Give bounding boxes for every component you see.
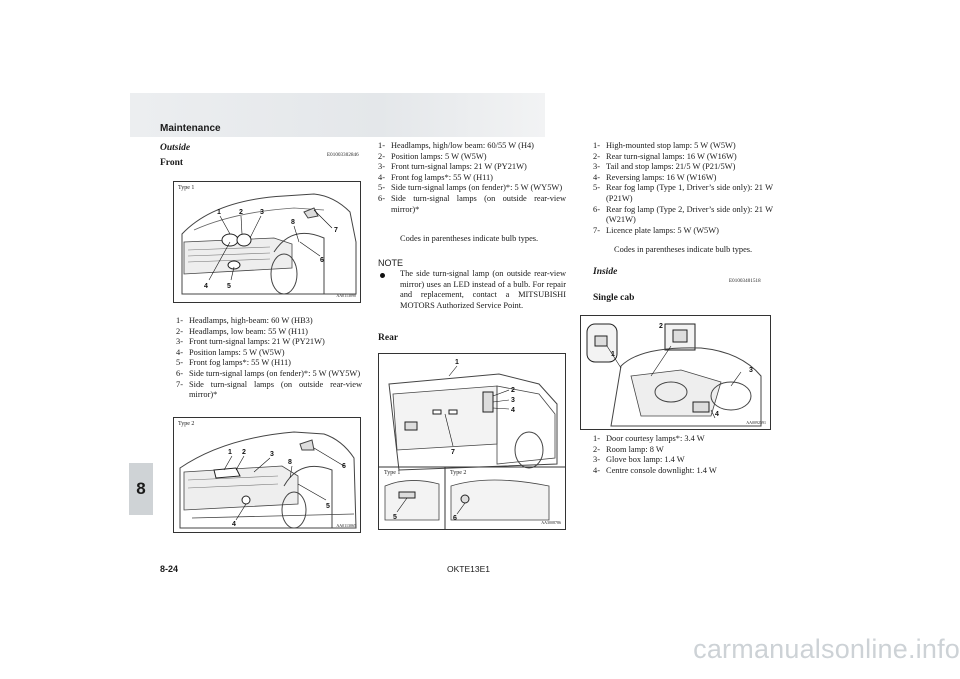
callout-3: 3 xyxy=(511,397,515,404)
front-type1-figure: Type 1 1 2 3 8 7 6 4 5 AA0113090 xyxy=(173,181,361,303)
callout-6: 6 xyxy=(320,257,324,264)
cabin-illustration: 1 2 3 4 xyxy=(586,323,762,427)
figure-code: AA3008786 xyxy=(541,520,561,525)
callout-4: 4 xyxy=(715,411,719,418)
list-item: 4-Reversing lamps: 16 W (W16W) xyxy=(593,172,717,182)
section-title: Maintenance xyxy=(160,123,221,134)
note-bullet xyxy=(380,273,385,278)
inside-code: E01003401518 xyxy=(729,279,761,284)
figure-type-label: Type 1 xyxy=(178,185,195,191)
list-item: 3-Front turn-signal lamps: 21 W (PY21W) xyxy=(378,162,527,172)
figure-type-label: Type 2 xyxy=(178,421,195,427)
list-item: 7-Licence plate lamps: 5 W (W5W) xyxy=(593,225,719,235)
callout-1: 1 xyxy=(228,449,232,456)
codes-note: Codes in parentheses indicate bulb types… xyxy=(400,234,539,243)
page-number: 8-24 xyxy=(160,564,179,574)
list-item: 6-Side turn-signal lamps (on fender)*: 5… xyxy=(176,368,361,378)
callout-1: 1 xyxy=(217,209,221,216)
callout-1: 1 xyxy=(611,351,615,358)
list-item: 5-Front fog lamps*: 55 W (H11) xyxy=(176,358,291,368)
list-item: 7-Side turn-signal lamps (on outside rea… xyxy=(176,379,362,400)
callout-2: 2 xyxy=(511,387,515,394)
rear-heading: Rear xyxy=(378,333,399,343)
inside-figure: 1 2 3 4 AA0092591 xyxy=(580,315,771,430)
list-item: 2-Position lamps: 5 W (W5W) xyxy=(378,151,487,161)
list-item: 1-Headlamps, high/low beam: 60/55 W (H4) xyxy=(378,141,534,150)
type2-bulb-list: 1-Headlamps, high/low beam: 60/55 W (H4)… xyxy=(378,141,566,215)
figure-code: AA0113065 xyxy=(336,523,356,528)
list-item: 6-Rear fog lamp (Type 2, Driver’s side o… xyxy=(593,204,773,225)
rear-bulb-list: 1-High-mounted stop lamp: 5 W (W5W) 2-Re… xyxy=(593,141,773,236)
callout-7: 7 xyxy=(334,227,338,234)
inside-bulb-list: 1-Door courtesy lamps*: 3.4 W 2-Room lam… xyxy=(593,434,773,476)
note-text: The side turn-signal lamp (on outside re… xyxy=(400,269,566,310)
codes-note: Codes in parentheses indicate bulb types… xyxy=(614,245,753,254)
list-item: 2-Room lamp: 8 W xyxy=(593,444,664,454)
inside-heading: Inside xyxy=(593,267,618,277)
list-item: 4-Centre console downlight: 1.4 W xyxy=(593,465,717,475)
callout-1: 1 xyxy=(455,359,459,366)
rear-car-illustration: 1 2 3 4 7 5 6 xyxy=(379,359,565,529)
figure-type2-label: Type 2 xyxy=(450,470,467,476)
front-type2-figure: Type 2 1 2 3 8 6 5 4 AA0113065 xyxy=(173,417,361,533)
callout-8: 8 xyxy=(288,459,292,466)
callout-7: 7 xyxy=(451,449,455,456)
list-item: 4-Position lamps: 5 W (W5W) xyxy=(176,347,285,357)
front-car-illustration: 1 2 3 8 6 5 4 xyxy=(179,431,357,529)
callout-8: 8 xyxy=(291,219,295,226)
chapter-tab: 8 xyxy=(129,463,153,515)
callout-4: 4 xyxy=(204,283,208,290)
list-item: 2-Rear turn-signal lamps: 16 W (W16W) xyxy=(593,151,737,161)
type1-bulb-list: 1-Headlamps, high-beam: 60 W (HB3) 2-Hea… xyxy=(176,316,362,401)
list-item: 3-Tail and stop lamps: 21/5 W (P21/5W) xyxy=(593,162,736,172)
list-item: 1-Door courtesy lamps*: 3.4 W xyxy=(593,434,705,443)
callout-3: 3 xyxy=(260,209,264,216)
watermark: carmanualsonline.info xyxy=(693,634,960,664)
outside-code: E01003302846 xyxy=(327,153,359,158)
list-item: 3-Glove box lamp: 1.4 W xyxy=(593,455,685,465)
callout-2: 2 xyxy=(242,449,246,456)
callout-4: 4 xyxy=(511,407,515,414)
callout-4: 4 xyxy=(232,521,236,528)
doc-code: OKTE13E1 xyxy=(447,564,490,574)
rear-figure: 1 2 3 4 7 5 6 Type 1 Type 2 AA3008786 xyxy=(378,353,566,530)
front-heading: Front xyxy=(160,158,184,168)
callout-3: 3 xyxy=(749,367,753,374)
front-car-illustration: 1 2 3 8 7 6 4 5 xyxy=(181,193,357,295)
list-item: 2-Headlamps, low beam: 55 W (H11) xyxy=(176,326,308,336)
callout-5: 5 xyxy=(393,514,397,521)
note-heading: NOTE xyxy=(378,258,404,268)
callout-2: 2 xyxy=(239,209,243,216)
figure-code: AA0113090 xyxy=(336,293,356,298)
list-item: 1-High-mounted stop lamp: 5 W (W5W) xyxy=(593,141,736,150)
list-item: 3-Front turn-signal lamps: 21 W (PY21W) xyxy=(176,337,325,347)
callout-6: 6 xyxy=(453,515,457,522)
list-item: 5-Rear fog lamp (Type 1, Driver’s side o… xyxy=(593,183,773,203)
callout-6: 6 xyxy=(342,463,346,470)
list-item: 6-Side turn-signal lamps (on outside rea… xyxy=(378,193,566,214)
callout-2: 2 xyxy=(659,323,663,330)
header-band xyxy=(130,93,545,137)
outside-heading: Outside xyxy=(160,143,191,153)
callout-5: 5 xyxy=(326,503,330,510)
list-item: 4-Front fog lamps*: 55 W (H11) xyxy=(378,172,493,182)
single-cab-heading: Single cab xyxy=(593,293,635,303)
figure-type1-label: Type 1 xyxy=(384,470,401,476)
figure-code: AA0092591 xyxy=(746,420,766,425)
callout-3: 3 xyxy=(270,451,274,458)
callout-5: 5 xyxy=(227,283,231,290)
list-item: 5-Side turn-signal lamps (on fender)*: 5… xyxy=(378,183,563,193)
list-item: 1-Headlamps, high-beam: 60 W (HB3) xyxy=(176,316,313,325)
